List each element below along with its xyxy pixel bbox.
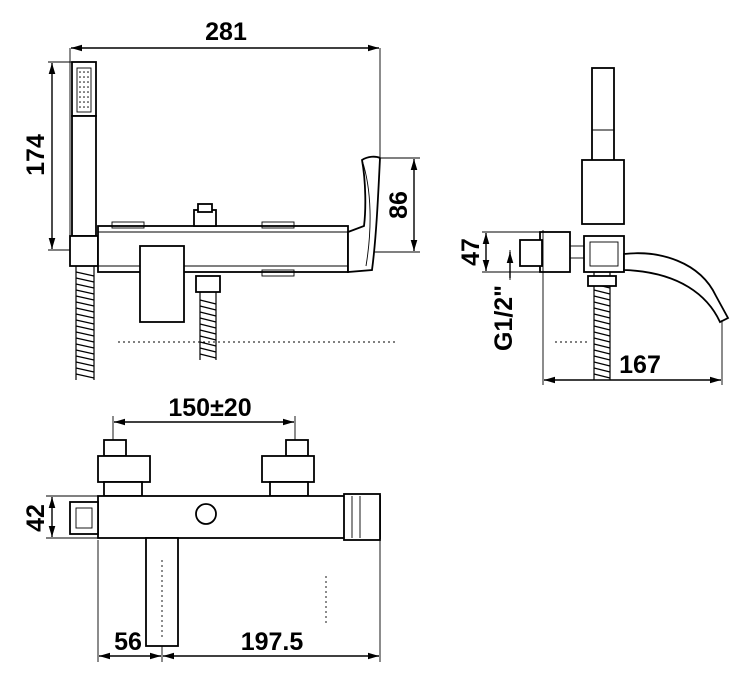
- top-view: 150±20 42: [22, 394, 381, 662]
- thread-label: G1/2": [490, 285, 518, 351]
- spout: [347, 155, 381, 273]
- dim-label-167: 167: [619, 351, 661, 379]
- diverter-knob: [193, 203, 217, 227]
- dim-label-42: 42: [22, 504, 50, 532]
- dim-label-150: 150±20: [168, 394, 251, 422]
- dim-label-281: 281: [205, 18, 247, 46]
- lever-handle: [139, 245, 185, 323]
- side-spout: [623, 252, 730, 324]
- dim-label-197: 197.5: [241, 628, 304, 656]
- hand-shower: [69, 61, 99, 267]
- diverter-top: [195, 503, 217, 525]
- dim-label-47: 47: [457, 238, 485, 266]
- dim-label-86: 86: [385, 191, 413, 219]
- dim-label-56: 56: [114, 628, 142, 656]
- shower-hose: [75, 266, 95, 380]
- left-connector: [97, 439, 151, 497]
- right-connector: [261, 439, 315, 497]
- top-body: [97, 495, 381, 539]
- front-view: 281 174: [22, 18, 420, 380]
- mixer-body: [97, 225, 349, 273]
- dim-label-174: 174: [22, 134, 50, 176]
- side-view: 47 G1/2" 167: [457, 67, 730, 385]
